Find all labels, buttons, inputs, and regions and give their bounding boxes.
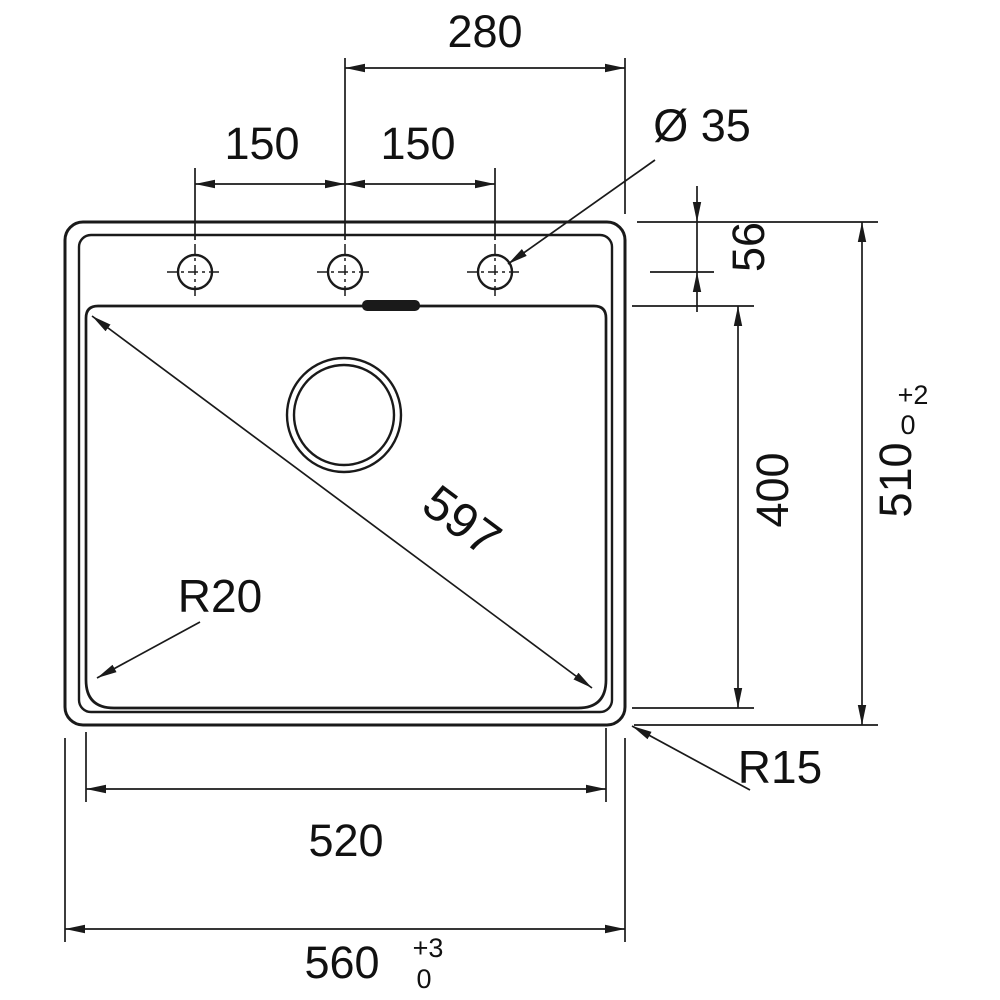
dim-diameter-label: Ø 35 bbox=[653, 100, 751, 151]
dim-560-label: 560 bbox=[304, 937, 379, 988]
leader-line-r20 bbox=[96, 621, 201, 679]
dimension-tap-hole-pitch: 150 150 bbox=[194, 118, 496, 240]
dim-560-tol-upper: +3 bbox=[413, 933, 444, 963]
dimension-outer-corner-radius: R15 bbox=[631, 725, 822, 793]
dimension-tap-hole-span: 280 bbox=[344, 6, 626, 240]
dimension-bowl-depth: 400 bbox=[632, 305, 798, 709]
dim-r15-label: R15 bbox=[738, 741, 822, 793]
dimension-overall-depth: 510 +2 0 bbox=[634, 222, 929, 726]
dimension-rim-to-tap: 56 bbox=[637, 186, 878, 312]
dimension-line-597 bbox=[91, 315, 593, 689]
dim-510-tol-upper: +2 bbox=[898, 380, 929, 410]
dim-510-label: 510 bbox=[870, 442, 921, 517]
dimension-bowl-width: 520 bbox=[85, 728, 607, 866]
overflow-slot bbox=[362, 300, 420, 311]
dim-400-label: 400 bbox=[747, 452, 798, 527]
dim-597-label: 597 bbox=[413, 475, 511, 567]
leader-line-diameter bbox=[507, 159, 656, 265]
dim-56-label: 56 bbox=[723, 222, 774, 272]
faucet-hole-right bbox=[467, 244, 523, 300]
faucet-hole-center bbox=[317, 244, 373, 300]
drain-circle-outer bbox=[285, 356, 403, 474]
dim-510-tol-lower: 0 bbox=[900, 410, 915, 440]
bowl-outline bbox=[84, 304, 608, 710]
dim-560-tol-lower: 0 bbox=[416, 964, 431, 994]
dim-150-right-label: 150 bbox=[380, 118, 455, 169]
dimension-bowl-diagonal: 597 bbox=[91, 315, 593, 689]
dim-150-left-label: 150 bbox=[224, 118, 299, 169]
dim-r20-label: R20 bbox=[178, 570, 262, 622]
dimension-bowl-corner-radius: R20 bbox=[96, 570, 262, 679]
faucet-hole-left bbox=[167, 244, 223, 300]
dim-280-label: 280 bbox=[447, 6, 522, 57]
dim-520-label: 520 bbox=[308, 815, 383, 866]
dimension-overall-width: 560 +3 0 bbox=[64, 738, 626, 994]
dimension-tap-hole-diameter: Ø 35 bbox=[507, 100, 751, 265]
drain-circle-inner bbox=[292, 363, 396, 467]
leader-line-r15 bbox=[631, 725, 751, 791]
